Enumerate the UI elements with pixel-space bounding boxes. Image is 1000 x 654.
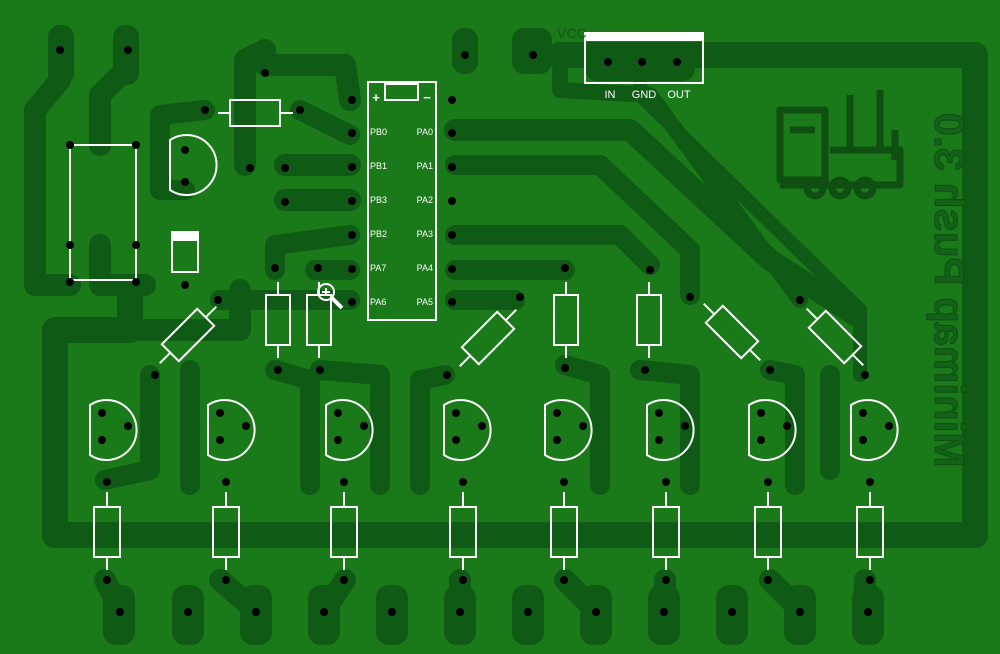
- ic-pin-label: PB1: [370, 161, 387, 171]
- copper-pads: [48, 25, 884, 645]
- ic-pin-label: PB0: [370, 127, 387, 137]
- resistor-diag-3: [703, 303, 761, 361]
- silkscreen: [69, 32, 899, 570]
- ic-pin-label: PA3: [417, 229, 433, 239]
- vcc-label: VCC: [557, 25, 587, 41]
- locomotive-icon: [776, 90, 904, 200]
- ic-plus-label: +: [372, 90, 380, 105]
- regulator-pin-out: OUT: [667, 89, 691, 101]
- resistor-diag-2: [459, 309, 517, 367]
- resistor-diag-1: [159, 306, 217, 364]
- ic-pin-label: PB2: [370, 229, 387, 239]
- ic-pin-label: PA5: [417, 297, 433, 307]
- bottom-resistors: [93, 492, 884, 570]
- ic-pin-label: PA4: [417, 263, 433, 273]
- ic-pin-label: PB3: [370, 195, 387, 205]
- ic-outline: [367, 81, 437, 321]
- ic-pin-label: PA1: [417, 161, 433, 171]
- board-title: Minimap Push 3.0: [926, 112, 974, 468]
- magnifier-icon[interactable]: [317, 283, 344, 310]
- regulator-heatsink-marker: [586, 33, 702, 41]
- ic-pin-label: PA2: [417, 195, 433, 205]
- drill-holes: [56, 46, 893, 616]
- regulator-pin-gnd: GND: [632, 89, 657, 101]
- ic-pin-label: PA7: [370, 263, 386, 273]
- regulator-pin-in: IN: [605, 89, 616, 101]
- ic-pin-label: PA0: [417, 127, 433, 137]
- ic-notch: [384, 83, 419, 101]
- transistors: [89, 399, 899, 461]
- silk-labels: VCC IN GND OUT + − PB0 PB1 PB3 PB2 PA7 P…: [370, 25, 691, 307]
- ic-pin-label: PA6: [370, 297, 386, 307]
- crystal-outline: [69, 144, 137, 281]
- ic-minus-label: −: [423, 90, 431, 105]
- capacitor-outline: [169, 134, 218, 196]
- board-title-text: Minimap Push 3.0: [926, 113, 973, 468]
- polarity-marker: [172, 232, 198, 241]
- resistor-diag-4: [806, 308, 864, 366]
